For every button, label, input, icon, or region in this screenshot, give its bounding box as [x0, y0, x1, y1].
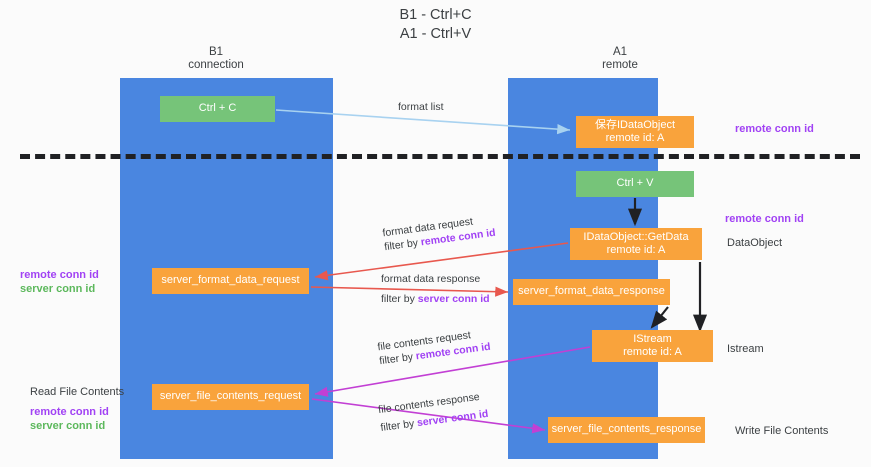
- side-label-istream: Istream: [727, 343, 764, 355]
- side-label-group-conn-ids-mid: remote conn id server conn id: [20, 268, 99, 296]
- side-label-group-read-file-contents: Read File Contents remote conn id server…: [30, 385, 124, 433]
- side-label-remote-conn-id-mid: remote conn id: [725, 213, 804, 225]
- node-idataobject-getdata[interactable]: IDataObject::GetData remote id: A: [570, 228, 702, 260]
- side-label-server-conn-id: server conn id: [30, 420, 106, 432]
- column-header-a1: A1 remote: [545, 46, 695, 72]
- node-save-idataobject[interactable]: 保存IDataObject remote id: A: [576, 116, 694, 148]
- column-header-b1-name: B1: [208, 46, 224, 58]
- side-label-read-file-contents: Read File Contents: [30, 386, 125, 398]
- column-header-b1-role: connection: [188, 59, 244, 71]
- edge-label-line2: filter by server conn id: [381, 292, 490, 306]
- edge-label-line1: format data response: [381, 273, 481, 285]
- side-label-server-conn-id: server conn id: [20, 283, 96, 295]
- side-label-remote-conn-id-top: remote conn id: [735, 123, 814, 135]
- column-header-a1-name: A1: [612, 46, 628, 58]
- node-server-file-contents-response[interactable]: server_file_contents_response: [548, 417, 705, 443]
- phase-divider: [20, 154, 860, 159]
- side-label-remote-conn-id: remote conn id: [20, 269, 99, 281]
- edge-label-filter-prefix: filter by: [381, 293, 418, 305]
- side-label-data-object: DataObject: [727, 237, 783, 249]
- column-header-a1-role: remote: [602, 59, 638, 71]
- node-ctrl-c[interactable]: Ctrl + C: [160, 96, 275, 122]
- node-istream[interactable]: IStream remote id: A: [592, 330, 713, 362]
- side-label-remote-conn-id: remote conn id: [30, 406, 109, 418]
- node-server-format-data-request[interactable]: server_format_data_request: [152, 268, 309, 294]
- node-server-format-data-response[interactable]: server_format_data_response: [513, 279, 670, 305]
- edge-label-server-conn-id: server conn id: [417, 293, 490, 305]
- edge-label-format-list: format list: [398, 101, 444, 113]
- diagram-title: B1 - Ctrl+C A1 - Ctrl+V: [399, 7, 472, 42]
- node-ctrl-v[interactable]: Ctrl + V: [576, 171, 694, 197]
- column-header-b1: B1 connection: [150, 46, 282, 72]
- edge-label-format-data-response: format data response filter by server co…: [381, 272, 490, 306]
- side-label-write-file-contents: Write File Contents: [735, 425, 829, 437]
- node-server-file-contents-request[interactable]: server_file_contents_request: [152, 384, 309, 410]
